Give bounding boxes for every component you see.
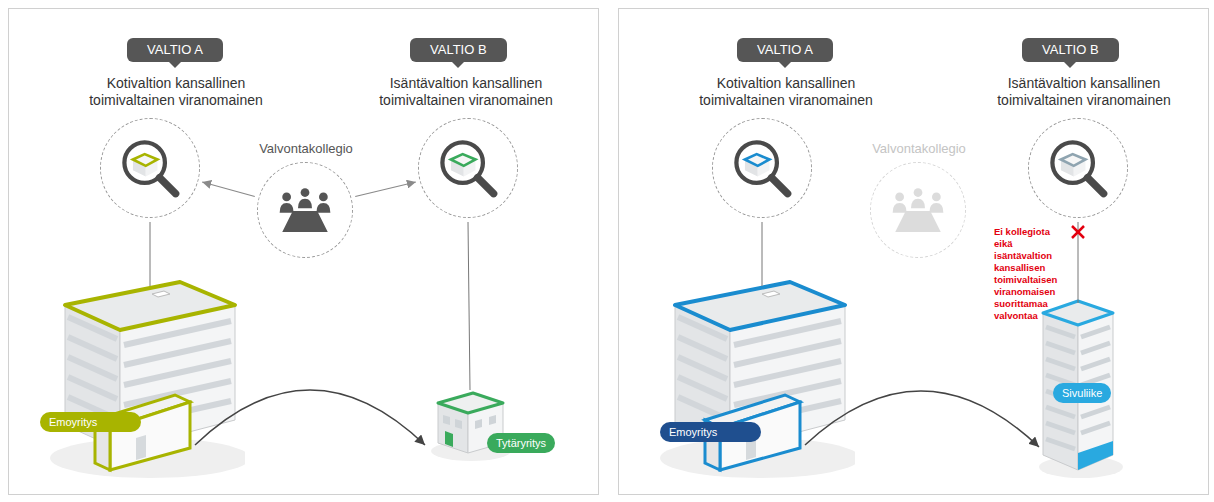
connector xyxy=(805,391,1039,447)
parent-building: Emoyritys xyxy=(40,270,245,480)
subsidiary-building: Tytäryritys xyxy=(423,373,558,463)
state-tag: VALTIO A xyxy=(127,38,223,62)
authority-heading: Kotivaltion kansallinen toimivaltainen v… xyxy=(86,75,266,109)
connector xyxy=(202,182,255,197)
branch-building: Sivuliike xyxy=(1033,295,1123,480)
authority-heading: Valvontakollegio xyxy=(216,140,396,157)
entity-label: Emoyritys xyxy=(660,422,761,442)
entity-label: Emoyritys xyxy=(40,412,141,432)
note-text: Ei kollegiota eikä isäntävaltion kansall… xyxy=(994,226,1070,322)
authority-heading: Isäntävaltion kansallinen toimivaltainen… xyxy=(994,75,1174,109)
connector xyxy=(762,222,763,286)
authority-circle: Isäntävaltion kansallinen toimivaltainen… xyxy=(1028,118,1128,218)
authority-circle: Kotivaltion kansallinen toimivaltainen v… xyxy=(100,118,200,218)
authority-heading: Valvontakollegio xyxy=(829,140,1009,157)
state-tag: VALTIO A xyxy=(737,38,833,62)
state-name: VALTIO B xyxy=(1042,42,1099,57)
state-name: VALTIO A xyxy=(757,42,813,57)
connector xyxy=(355,182,416,197)
connector xyxy=(468,222,470,390)
authority-circle: Kotivaltion kansallinen toimivaltainen v… xyxy=(712,118,812,218)
state-tag: VALTIO B xyxy=(410,38,507,62)
college-circle: Valvontakollegio xyxy=(257,162,353,258)
college-circle: Valvontakollegio xyxy=(870,162,966,258)
entity-label: Sivuliike xyxy=(1053,383,1111,403)
authority-circle: Isäntävaltion kansallinen toimivaltainen… xyxy=(418,118,518,218)
connector xyxy=(195,390,425,445)
connector xyxy=(1078,222,1079,303)
connector xyxy=(150,222,151,286)
state-tag: VALTIO B xyxy=(1022,38,1119,62)
state-name: VALTIO B xyxy=(430,42,487,57)
authority-heading: Kotivaltion kansallinen toimivaltainen v… xyxy=(696,75,876,109)
entity-label: Tytäryritys xyxy=(487,433,555,453)
state-name: VALTIO A xyxy=(147,42,203,57)
authority-heading: Isäntävaltion kansallinen toimivaltainen… xyxy=(376,75,556,109)
parent-building: Emoyritys xyxy=(650,270,855,480)
